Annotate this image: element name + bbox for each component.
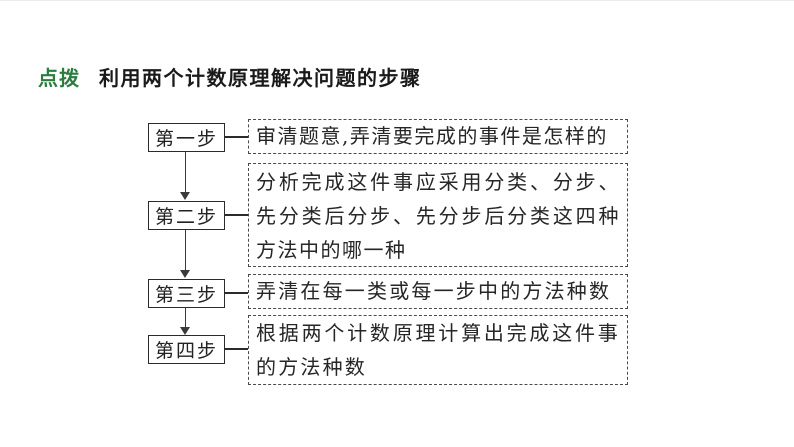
arrow-down-icon <box>180 308 191 335</box>
connector-line-1 <box>225 136 248 138</box>
step-3-box: 第三步 <box>148 279 225 308</box>
step-1-description: 审清题意,弄清要完成的事件是怎样的 <box>248 119 628 154</box>
arrow-down-icon <box>180 230 191 278</box>
step-4-box: 第四步 <box>148 335 225 364</box>
connector-line-4 <box>225 348 248 350</box>
step-2-box: 第二步 <box>148 201 225 230</box>
step-2-description: 分析完成这件事应采用分类、分步、先分类后分步、先分步后分类这四种方法中的哪一种 <box>248 163 628 267</box>
step-1-label: 第一步 <box>154 128 218 150</box>
tip-badge: 点拨 <box>38 66 80 90</box>
connector-line-3 <box>225 292 248 294</box>
step-2-label: 第二步 <box>154 206 218 228</box>
title-text: 利用两个计数原理解决问题的步骤 <box>99 66 422 90</box>
step-4-label: 第四步 <box>154 340 218 362</box>
page-title: 点拨 利用两个计数原理解决问题的步骤 <box>38 62 422 91</box>
connector-line-2 <box>225 214 248 216</box>
step-3-description: 弄清在每一类或每一步中的方法种数 <box>248 274 628 309</box>
arrow-down-icon <box>180 152 191 200</box>
step-3-label: 第三步 <box>154 284 218 306</box>
step-1-box: 第一步 <box>148 123 225 152</box>
step-4-description: 根据两个计数原理计算出完成这件事的方法种数 <box>248 315 628 385</box>
